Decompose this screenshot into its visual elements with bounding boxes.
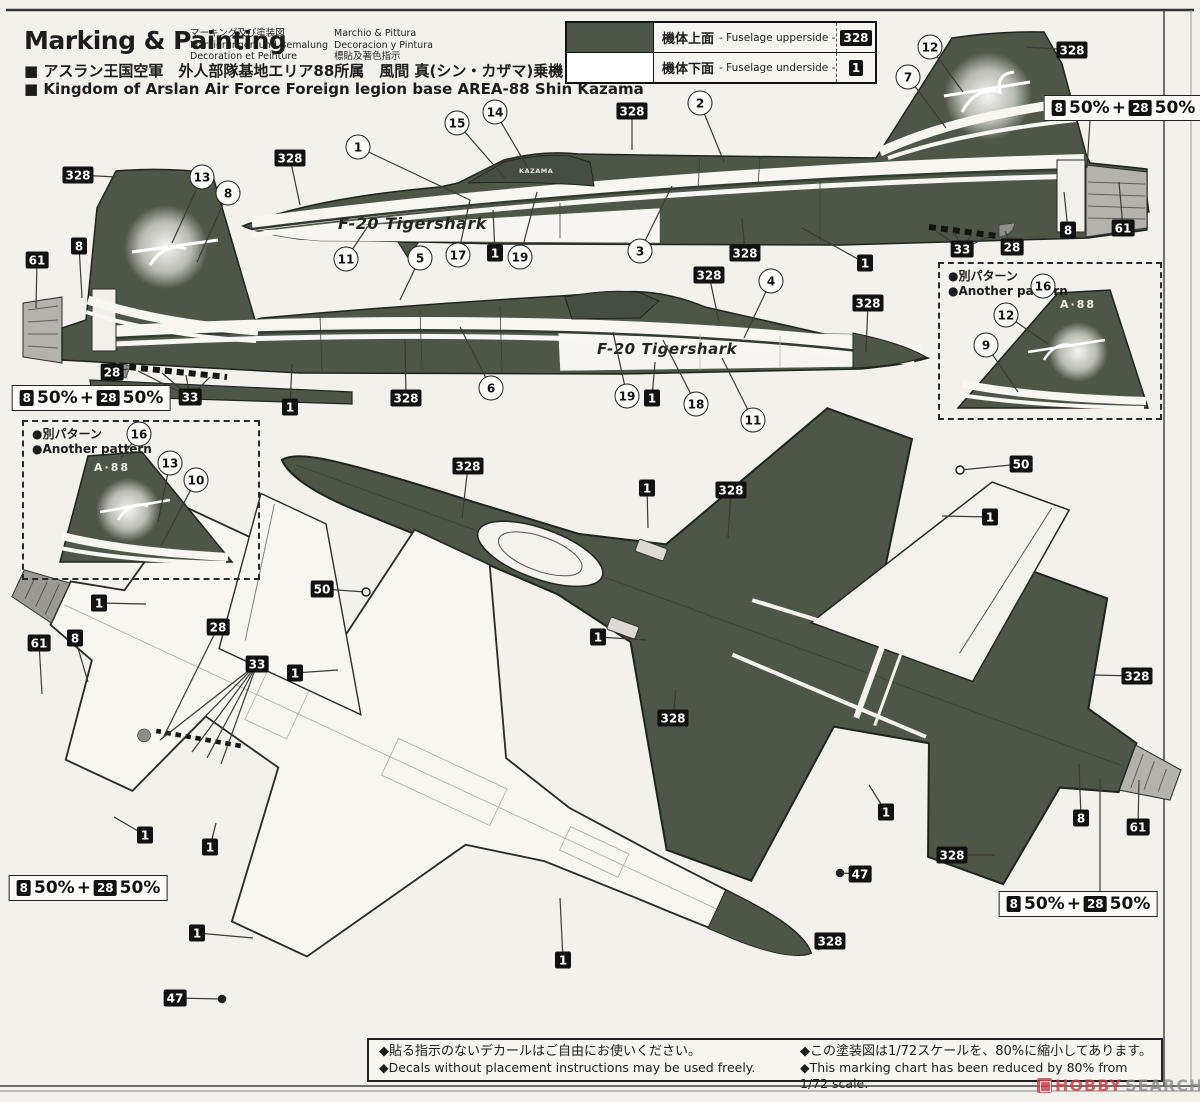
pattern-label-jp: ●別パターン — [32, 427, 102, 441]
page-title: Marking & Painting — [24, 26, 287, 55]
subtitle-languages-2: Marchio & Pittura Decoracion y Pintura 標… — [334, 28, 433, 62]
legend-row-underside: 機体下面 - Fuselage underside - 1 — [567, 52, 875, 82]
pattern-tail-right: A·88 — [956, 289, 1150, 410]
pattern-label-en: ●Another pattern — [32, 442, 152, 456]
note-decals: ◆貼る指示のないデカールはご自由にお使いください。 ◆Decals withou… — [379, 1044, 756, 1075]
header-block: Marking & Painting マーキング及び塗装図 Markierung… — [0, 0, 644, 100]
hobbysearch-watermark: HOBBY SEARCH — [1037, 1076, 1200, 1095]
note-scale: ◆この塗装図は1/72スケールを、80%に縮小してあります。 ◆This mar… — [800, 1044, 1153, 1091]
subtitle-languages-1: マーキング及び塗装図 Markierungen und Bemalung Dec… — [190, 28, 329, 62]
subject-line-jp: ■ アスラン王国空軍 外人部隊基地エリア88所属 風間 真(シン・カザマ)乗機 — [24, 62, 564, 80]
hobbysearch-logo-icon — [1037, 1078, 1052, 1093]
color-swatch-upperside — [567, 23, 654, 52]
sheet-rules — [0, 8, 1200, 1092]
pilot-name-marking: KAZAMA — [519, 167, 553, 175]
color-swatch-underside — [567, 53, 654, 82]
pattern-label-en: ●Another pattern — [948, 284, 1068, 298]
legend-label-en: - Fuselage underside - — [719, 61, 836, 74]
pattern-tail-left: A·88 — [59, 451, 234, 565]
watermark-brand2: SEARCH — [1125, 1076, 1200, 1095]
legend-label-en: - Fuselage upperside - — [719, 31, 836, 44]
legend-label-jp: 機体下面 — [662, 62, 715, 77]
paint-code-badge: 1 — [848, 59, 864, 76]
another-pattern-box-right: ●別パターン ●Another pattern — [938, 262, 1162, 420]
pattern-label-jp: ●別パターン — [948, 269, 1018, 283]
color-legend-table: 機体上面 - Fuselage upperside - 328 機体下面 - F… — [565, 21, 877, 84]
side-view-port: F-20 Tigershark KAZAMA — [241, 31, 1150, 259]
subject-line-en: ■ Kingdom of Arslan Air Force Foreign le… — [24, 80, 644, 98]
top-view-upperside — [280, 407, 1182, 886]
legend-row-upperside: 機体上面 - Fuselage upperside - 328 — [567, 23, 875, 52]
paint-code-badge: 328 — [840, 29, 872, 46]
another-pattern-box-left: ●別パターン ●Another pattern — [22, 420, 260, 580]
legend-label-jp: 機体上面 — [662, 32, 715, 47]
f20-tigershark-marking: F-20 Tigershark — [338, 214, 488, 233]
a88-marking: A·88 — [94, 461, 130, 474]
watermark-brand: HOBBY — [1055, 1076, 1123, 1095]
unfolded-fin — [809, 481, 1071, 683]
a88-marking: A·88 — [1060, 298, 1096, 311]
notes-box: ◆貼る指示のないデカールはご自由にお使いください。 ◆Decals withou… — [367, 1038, 1163, 1091]
